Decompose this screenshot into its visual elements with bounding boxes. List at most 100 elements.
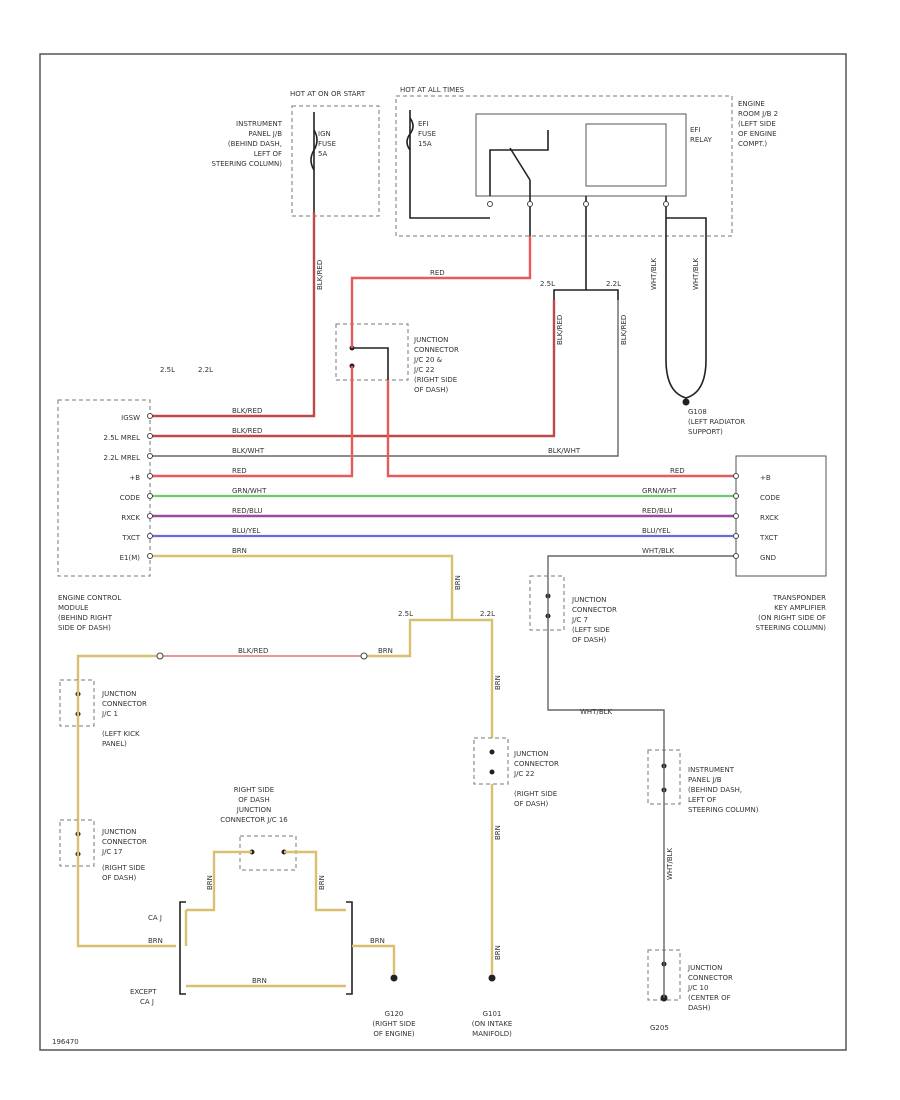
ip-jb-bottom-line2: PANEL J/B [688, 776, 722, 784]
wire-b-plus [150, 366, 354, 478]
jc1-line5: PANEL) [102, 740, 127, 748]
ign-fuse-line1: IGN [318, 130, 331, 138]
wire-label-rxck: RED/BLU [232, 507, 263, 515]
ip-jb-bottom-line3: (BEHIND DASH, [688, 786, 742, 794]
jc17-line5: OF DASH) [102, 874, 137, 882]
wire-label-red-top: RED [430, 269, 445, 277]
g120-line3: OF ENGINE) [373, 1030, 415, 1038]
ip-jb-bottom-line4: LEFT OF [688, 796, 716, 804]
wire-label-22-mrel-b: BLK/WHT [548, 447, 581, 455]
wire-label-rxck-b: RED/BLU [642, 507, 673, 515]
wire-22-mrel [150, 300, 619, 457]
jc10-line5: DASH) [688, 1004, 711, 1012]
ign-fuse-line2: FUSE [318, 140, 336, 148]
g205-label: G205 [650, 1024, 669, 1032]
wire-label-25-brn: BRN [378, 647, 393, 655]
split-top-22: 2.2L [606, 280, 621, 288]
engine-variant-split-bottom: 2.5L 2.2L [398, 610, 495, 628]
tka-pin-gnd: GND [760, 554, 776, 562]
wire-e1 [150, 554, 454, 620]
ip-jb-top-line1: INSTRUMENT [236, 120, 283, 128]
jc7-line2: CONNECTOR [572, 606, 617, 614]
ip-jb-bottom-line5: STEERING COLUMN) [688, 806, 759, 814]
g120-line1: G120 [385, 1010, 404, 1018]
wire-label-txct: BLU/YEL [232, 527, 261, 535]
wire-label-wht-blk-a: WHT/BLK [650, 257, 658, 290]
tka-label-line3: (ON RIGHT SIDE OF [758, 614, 826, 622]
wire-label-g120-brn: BRN [370, 937, 385, 945]
jc1-line4: (LEFT KICK [102, 730, 140, 738]
split-top-25: 2.5L [540, 280, 555, 288]
ign-fuse-line3: 5A [318, 150, 327, 158]
hot-all-label: HOT AT ALL TIMES [400, 86, 465, 94]
wire-label-22-mrel: BLK/WHT [232, 447, 265, 455]
g101-line3: MANIFOLD) [472, 1030, 512, 1038]
tka-pin-b: +B [760, 474, 771, 482]
engine-room-jb-group: HOT AT ALL TIMES EFI FUSE 15A EFI RELAY … [395, 86, 778, 237]
jc10-line3: J/C 10 [687, 984, 708, 992]
wire-label-code-b: GRN/WHT [642, 487, 677, 495]
wire-label-b: RED [232, 467, 247, 475]
jc7-line3: J/C 7 [571, 616, 588, 624]
diagram-frame [39, 53, 847, 1051]
jc22-line3: J/C 22 [513, 770, 534, 778]
jc17-line4: (RIGHT SIDE [102, 864, 145, 872]
wire-red-feed [350, 236, 532, 348]
jc16-line3: JUNCTION [236, 806, 271, 814]
jc1-line2: CONNECTOR [102, 700, 147, 708]
engine-variant-split-top: 2.5L 2.2L [540, 236, 621, 300]
tka-group: +B CODE RXCK TXCT GND TRANSPONDER KEY AM… [733, 455, 827, 632]
split-bottom-22: 2.2L [480, 610, 495, 618]
ecm-pin-25-mrel: 2.5L MREL [104, 434, 141, 442]
wire-label-b-tka: RED [670, 467, 685, 475]
jc17-group: JUNCTION CONNECTOR J/C 17 (RIGHT SIDE OF… [59, 819, 176, 948]
wire-gnd [547, 555, 736, 576]
wire-label-25-mrel: BLK/RED [232, 427, 262, 435]
wire-label-25-blkred: BLK/RED [238, 647, 268, 655]
efi-relay-line1: EFI [690, 126, 701, 134]
jc10-line4: (CENTER OF [688, 994, 731, 1002]
wire-25-to-jc1 [76, 654, 160, 680]
g101-ground: G101 (ON INTAKE MANIFOLD) [472, 974, 512, 1038]
wire-b-tka [386, 380, 736, 478]
jc16-line2: OF DASH [238, 796, 270, 804]
jc7-line1: JUNCTION [571, 596, 606, 604]
wire-label-25-mrel-vert: BLK/RED [556, 315, 564, 345]
wire-label-ipjb-whtblk: WHT/BLK [666, 847, 674, 880]
wire-label-igsw-vert: BLK/RED [316, 260, 324, 290]
wire-label-gnd: WHT/BLK [642, 547, 675, 555]
jc22-line4: (RIGHT SIDE [514, 790, 557, 798]
tka-pin-rxck: RXCK [760, 514, 779, 522]
ecm-hdr-22: 2.2L [198, 366, 213, 374]
wire-25-brn [364, 628, 412, 658]
jc16-line4: CONNECTOR J/C 16 [220, 816, 288, 824]
wire-label-jc7-whtblk: WHT/BLK [580, 708, 613, 716]
wire-label-jc22-brn-top: BRN [494, 675, 502, 690]
engine-room-jb-line4: OF ENGINE [738, 130, 777, 138]
wire-25-mrel [150, 300, 556, 438]
jc17-line3: J/C 17 [101, 848, 122, 856]
ecm-hdr-25: 2.5L [160, 366, 175, 374]
jc22-line2: CONNECTOR [514, 760, 559, 768]
wire-label-e1: BRN [232, 547, 247, 555]
ecm-pin-igsw: IGSW [121, 414, 140, 422]
ecm-pin-txct: TXCT [121, 534, 140, 542]
jc20-line5: (RIGHT SIDE [414, 376, 457, 384]
tka-label-line4: STEERING COLUMN) [756, 624, 827, 632]
ecm-pin-b: +B [129, 474, 140, 482]
tka-label-line1: TRANSPONDER [772, 594, 826, 602]
ecm-pin-code: CODE [120, 494, 140, 502]
jc20-line1: JUNCTION [413, 336, 448, 344]
ecm-label-line2: MODULE [58, 604, 88, 612]
jc1-group: JUNCTION CONNECTOR J/C 1 (LEFT KICK PANE… [59, 679, 147, 820]
wire-label-jc17-brn: BRN [148, 937, 163, 945]
tka-label-line2: KEY AMPLIFIER [774, 604, 826, 612]
ip-jb-top-line5: STEERING COLUMN) [212, 160, 283, 168]
wire-label-jc22-brn-low: BRN [494, 945, 502, 960]
wire-label-jc16-b: BRN [318, 875, 326, 890]
g108-line1: G108 [688, 408, 707, 416]
ip-jb-top-group: HOT AT ON OR START IGN FUSE 5A INSTRUMEN… [212, 90, 380, 217]
wire-label-txct-b: BLU/YEL [642, 527, 671, 535]
wire-label-igsw: BLK/RED [232, 407, 262, 415]
ip-jb-top-line4: LEFT OF [254, 150, 282, 158]
